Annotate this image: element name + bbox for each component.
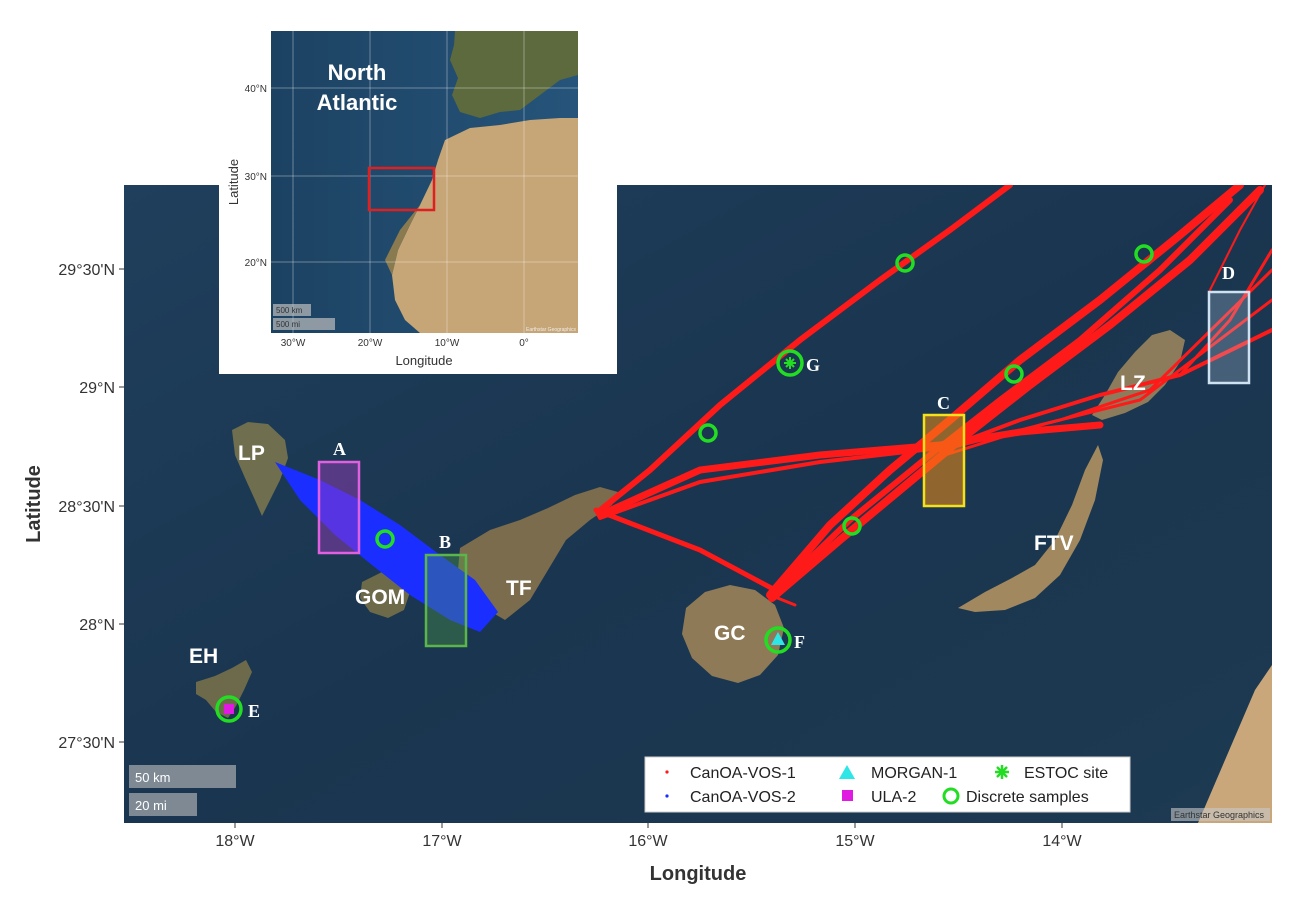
legend-morgan-symbol	[839, 765, 855, 779]
label-station-g: G	[806, 355, 820, 375]
box-a	[317, 460, 361, 555]
label-box-a: A	[333, 439, 346, 459]
label-gc: GC	[714, 622, 746, 645]
box-b	[424, 553, 468, 648]
label-box-b: B	[439, 532, 451, 552]
inset-x-tick-30w: 30°W	[281, 338, 306, 349]
inset-study-area-box	[367, 166, 436, 212]
inset-title-line2: Atlantic	[317, 90, 398, 115]
legend-vos2-symbol	[665, 794, 669, 798]
scale-bar-km	[129, 765, 236, 788]
legend-ula-symbol	[842, 790, 853, 801]
legend-ula-label: ULA-2	[871, 789, 916, 806]
inset-y-tick-30n: 30°N	[245, 172, 267, 183]
y-tick-29n: 29°N	[79, 380, 115, 397]
inset-y-axis-label: Latitude	[226, 159, 241, 205]
legend-estoc-symbol	[995, 765, 1009, 779]
inset-europe	[450, 31, 578, 118]
label-lz: LZ	[1120, 372, 1146, 395]
legend-discrete-label: Discrete samples	[966, 789, 1089, 806]
x-tick-16w: 16°W	[628, 833, 668, 850]
x-tick-17w: 17°W	[422, 833, 462, 850]
y-tick-29-30n: 29°30'N	[58, 262, 115, 279]
y-tick-27-30n: 27°30'N	[58, 735, 115, 752]
legend-morgan-label: MORGAN-1	[871, 765, 957, 782]
inset-x-axis-label: Longitude	[395, 353, 452, 368]
x-tick-15w: 15°W	[835, 833, 875, 850]
y-tick-28-30n: 28°30'N	[58, 499, 115, 516]
box-d	[1207, 290, 1251, 385]
label-tf: TF	[506, 577, 532, 600]
label-lp: LP	[238, 442, 265, 465]
scale-bar-mi-label: 20 mi	[135, 798, 167, 813]
inset-x-tick-20w: 20°W	[358, 338, 383, 349]
africa-coast	[1198, 665, 1272, 823]
inset-x-tick-0: 0°	[519, 338, 529, 349]
label-box-c: C	[937, 393, 950, 413]
inset-x-tick-10w: 10°W	[435, 338, 460, 349]
legend: CanOA-VOS-1 CanOA-VOS-2 MORGAN-1 ULA-2 E…	[644, 756, 1131, 813]
legend-discrete-symbol	[942, 787, 960, 805]
legend-vos1-symbol	[665, 770, 669, 774]
x-tick-14w: 14°W	[1042, 833, 1082, 850]
morgan-1-marker	[771, 632, 785, 645]
main-map: LP GOM TF GC EH LZ FTV A B C D E F G 50 …	[23, 185, 1272, 885]
estoc-site-marker	[784, 357, 796, 369]
island-el-hierro	[196, 660, 252, 718]
label-station-e: E	[248, 701, 260, 721]
inset-title-line1: North	[328, 60, 387, 85]
island-tenerife	[458, 487, 618, 620]
island-la-palma	[232, 422, 288, 516]
legend-vos1-label: CanOA-VOS-1	[690, 765, 796, 782]
inset-y-tick-20n: 20°N	[245, 258, 267, 269]
scale-bar-mi	[129, 793, 197, 816]
inset-y-tick-40n: 40°N	[245, 84, 267, 95]
box-c	[922, 413, 966, 508]
label-ftv: FTV	[1034, 532, 1074, 555]
island-lanzarote	[1092, 330, 1185, 420]
inset-map: 500 km 500 mi Earthstar Geographics Nort…	[219, 12, 617, 374]
legend-vos2-label: CanOA-VOS-2	[690, 789, 796, 806]
y-axis-label: Latitude	[23, 465, 45, 543]
inset-scale-mi: 500 mi	[276, 320, 300, 329]
y-tick-28n: 28°N	[79, 617, 115, 634]
discrete-samples	[215, 244, 1154, 723]
inset-attribution: Earthstar Geographics	[526, 327, 577, 333]
legend-estoc-label: ESTOC site	[1024, 765, 1108, 782]
ula-2-marker	[224, 704, 234, 714]
island-fuerteventura	[958, 445, 1103, 612]
label-station-f: F	[794, 632, 805, 652]
inset-africa	[392, 118, 578, 333]
label-box-d: D	[1222, 263, 1235, 283]
label-gom: GOM	[355, 586, 405, 609]
island-gran-canaria	[682, 585, 784, 683]
map-attribution: Earthstar Geographics	[1174, 810, 1265, 820]
label-eh: EH	[189, 645, 218, 668]
inset-scale-km: 500 km	[276, 306, 303, 315]
x-tick-18w: 18°W	[215, 833, 255, 850]
vos1-tracks	[593, 185, 1272, 607]
scale-bar-km-label: 50 km	[135, 770, 170, 785]
x-axis-label: Longitude	[650, 863, 747, 885]
